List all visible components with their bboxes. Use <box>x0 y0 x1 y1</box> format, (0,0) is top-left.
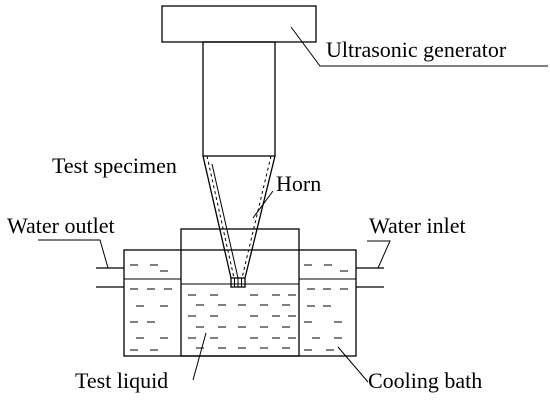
label-water-inlet: Water inlet <box>369 213 466 238</box>
test-liquid-hatching <box>188 294 296 349</box>
horn-outline <box>202 155 276 279</box>
label-horn: Horn <box>276 171 322 196</box>
water-outlet-pipe <box>96 267 124 288</box>
leader-cooling-bath <box>337 346 369 383</box>
leader-test-liquid <box>192 332 207 381</box>
label-water-outlet: Water outlet <box>7 213 115 238</box>
leader-water-outlet <box>38 239 109 269</box>
bath-water-hatching <box>130 264 348 351</box>
horn-inner-outline <box>206 155 272 279</box>
test-liquid-vessel <box>180 228 300 357</box>
cooling-bath <box>123 228 357 357</box>
label-test-liquid: Test liquid <box>75 368 169 393</box>
leader-test-specimen <box>211 163 239 279</box>
leader-lines <box>38 26 548 383</box>
leader-horn <box>252 190 274 219</box>
water-inlet-pipe <box>356 267 384 288</box>
label-cooling-bath: Cooling bath <box>368 368 483 393</box>
ultrasonic-generator-box <box>161 5 317 43</box>
test-specimen <box>230 277 246 288</box>
leader-water-inlet <box>367 240 391 269</box>
label-ultrasonic-generator: Ultrasonic generator <box>326 37 507 62</box>
label-test-specimen: Test specimen <box>52 153 177 178</box>
leader-ultrasonic-generator <box>290 26 548 67</box>
transducer-body <box>202 41 276 157</box>
